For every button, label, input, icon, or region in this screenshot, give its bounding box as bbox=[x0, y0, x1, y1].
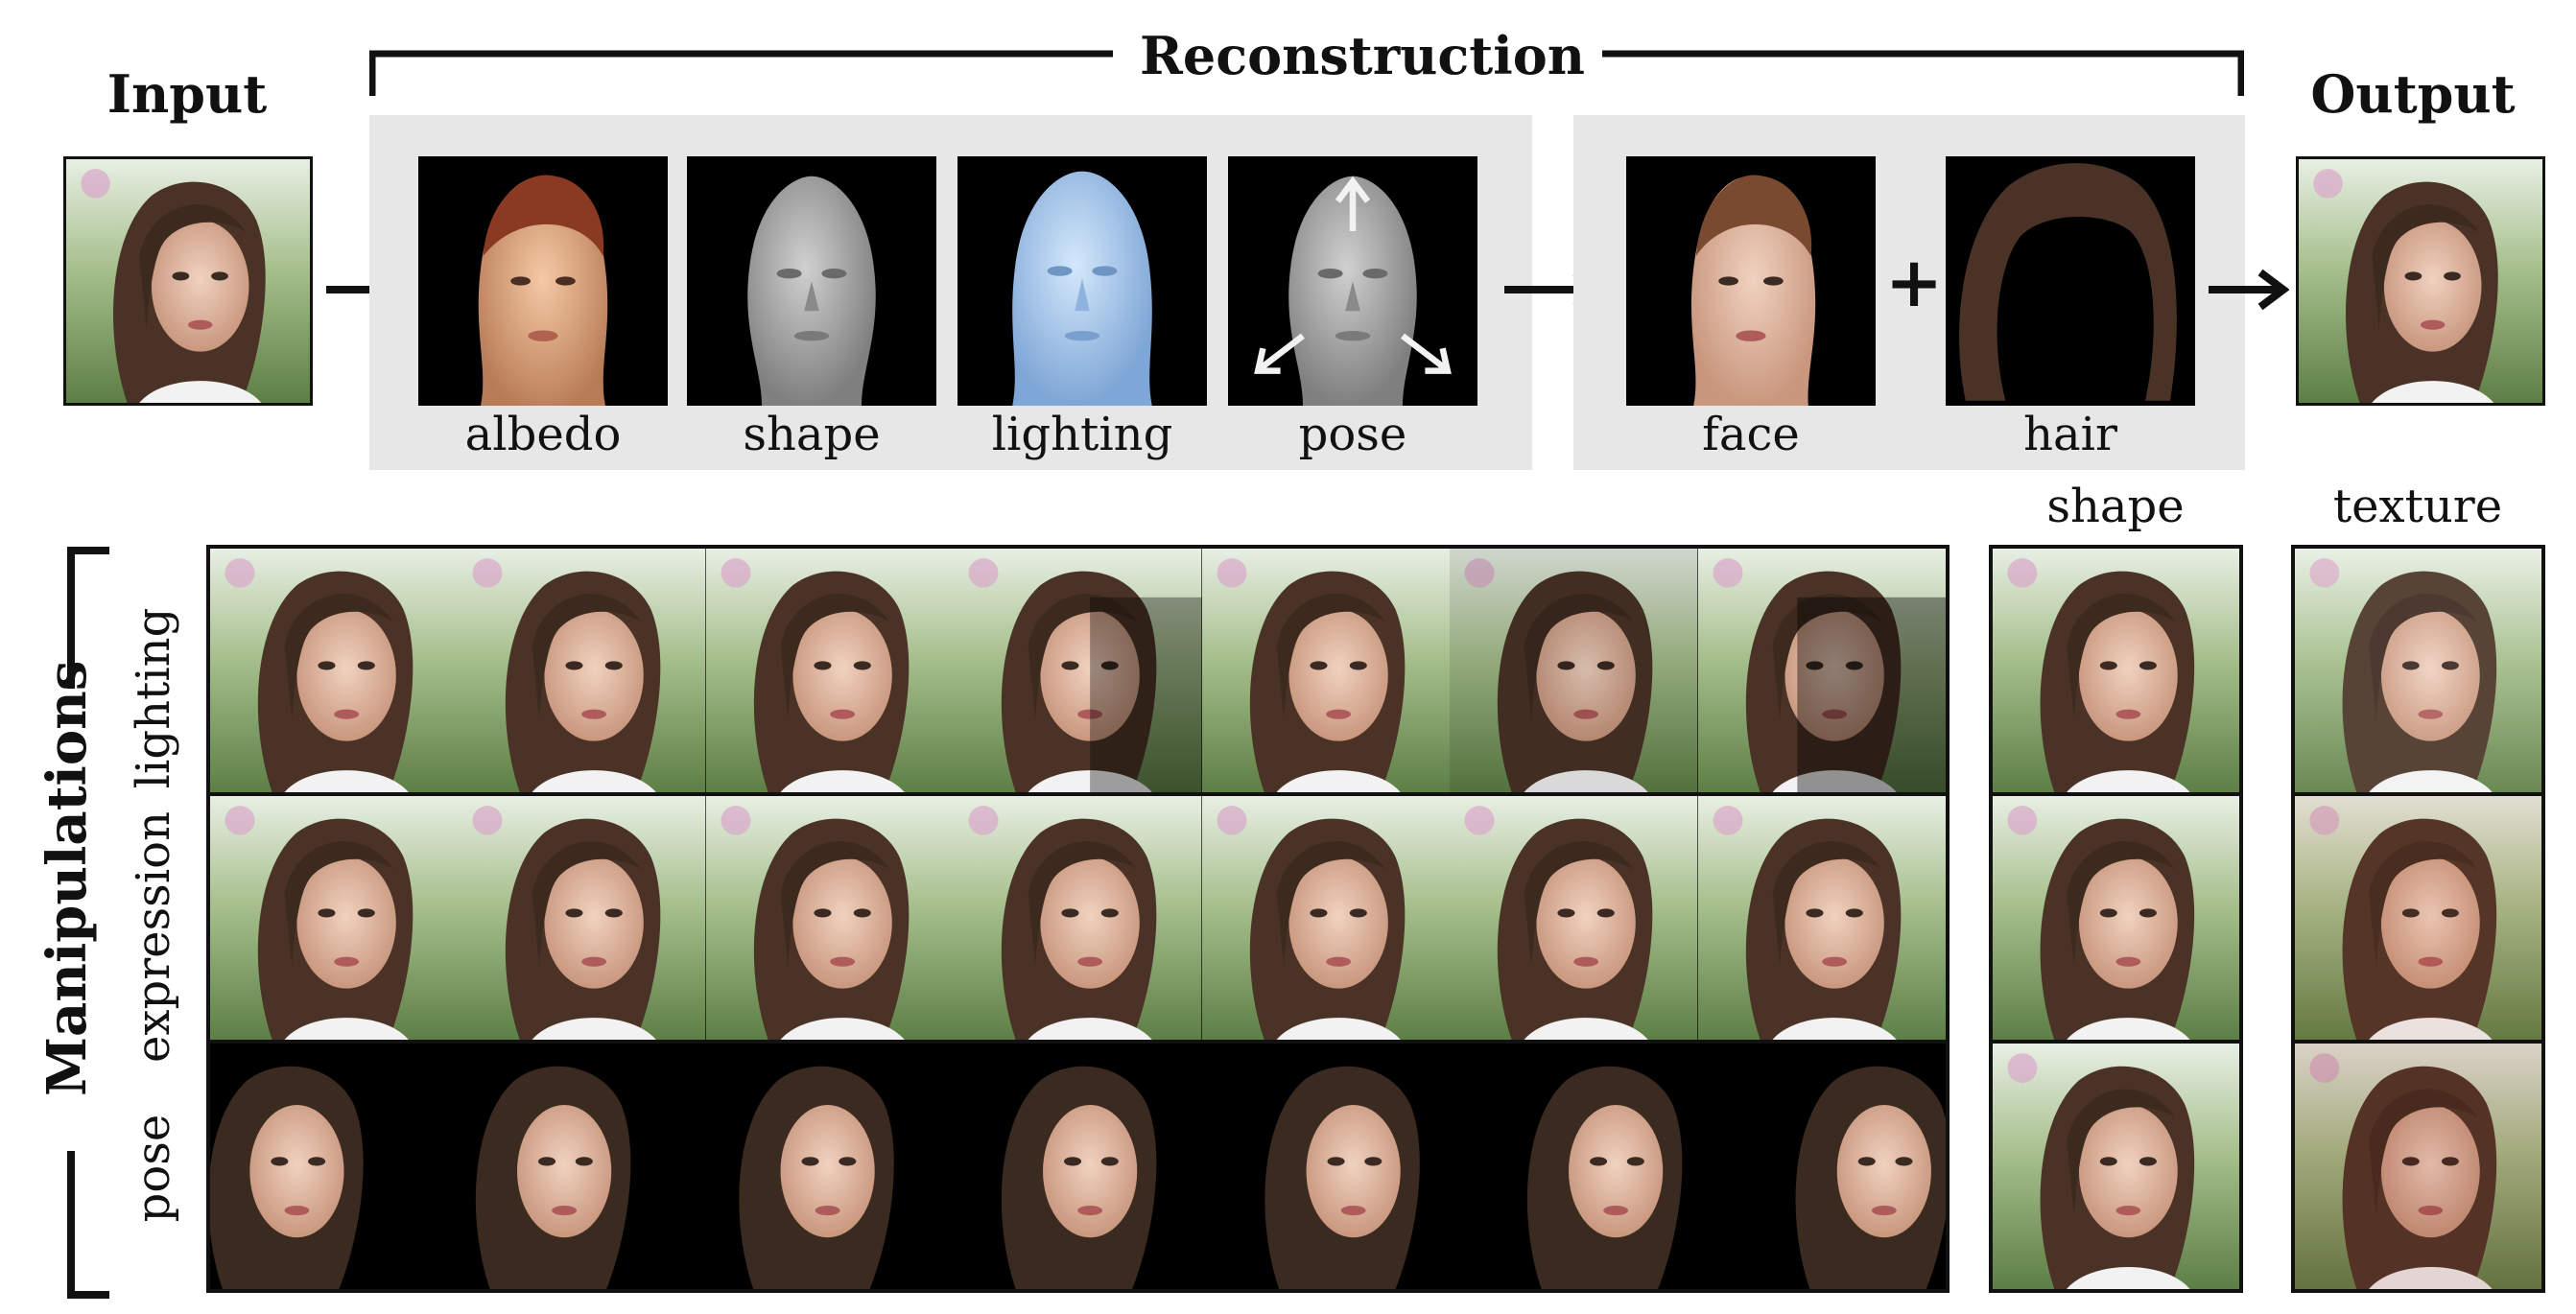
expression-variant-2 bbox=[458, 796, 705, 1040]
row-label-lighting: lighting bbox=[127, 607, 180, 789]
lighting-variant-1 bbox=[210, 549, 458, 792]
lighting-variant-5 bbox=[1202, 549, 1450, 792]
hair-label: hair bbox=[2023, 408, 2117, 461]
manipulations-heading: Manipulations bbox=[35, 660, 99, 1096]
expression-variant-7 bbox=[1698, 796, 1946, 1040]
shape-variant-3 bbox=[1993, 1044, 2239, 1289]
input-heading: Input bbox=[106, 63, 268, 125]
arrow-right-icon bbox=[2207, 269, 2290, 311]
texture-variant-1 bbox=[2295, 549, 2541, 792]
albedo-label: albedo bbox=[464, 408, 622, 461]
lighting-variant-6 bbox=[1450, 549, 1698, 792]
pose-variant-4 bbox=[954, 1044, 1201, 1289]
albedo-image bbox=[418, 156, 668, 406]
row-label-pose: pose bbox=[127, 1114, 180, 1223]
shape-label: shape bbox=[743, 408, 881, 461]
texture-column bbox=[2291, 545, 2545, 1293]
row-pose bbox=[210, 1044, 1946, 1289]
reconstruction-heading: Reconstruction bbox=[1139, 25, 1586, 86]
pose-variant-5 bbox=[1202, 1044, 1450, 1289]
shape-image bbox=[687, 156, 936, 406]
hair-image bbox=[1946, 156, 2195, 406]
row-expression bbox=[210, 796, 1946, 1040]
face-image bbox=[1626, 156, 1876, 406]
expression-variant-1 bbox=[210, 796, 458, 1040]
pose-image bbox=[1228, 156, 1477, 406]
pose-variant-3 bbox=[706, 1044, 954, 1289]
shape-column-label: shape bbox=[2046, 480, 2185, 533]
shape-variant-1 bbox=[1993, 549, 2239, 792]
plus-sign: + bbox=[1884, 241, 1944, 322]
manipulation-strip bbox=[206, 545, 1950, 1293]
shape-variant-2 bbox=[1993, 796, 2239, 1040]
lighting-variant-2 bbox=[458, 549, 705, 792]
face-label: face bbox=[1702, 408, 1800, 461]
expression-variant-4 bbox=[954, 796, 1201, 1040]
lighting-label: lighting bbox=[991, 408, 1173, 461]
input-image bbox=[63, 156, 313, 406]
expression-variant-3 bbox=[706, 796, 954, 1040]
pose-variant-7 bbox=[1698, 1044, 1946, 1289]
manipulations-bracket bbox=[63, 547, 111, 1300]
texture-variant-2 bbox=[2295, 796, 2541, 1040]
lighting-variant-7 bbox=[1698, 549, 1946, 792]
lighting-variant-4 bbox=[954, 549, 1202, 792]
output-heading: Output bbox=[2310, 63, 2516, 125]
pose-label: pose bbox=[1298, 408, 1407, 461]
texture-column-label: texture bbox=[2332, 480, 2503, 533]
texture-variant-3 bbox=[2295, 1044, 2541, 1289]
row-label-expression: expression bbox=[127, 811, 180, 1063]
lighting-variant-3 bbox=[706, 549, 954, 792]
shape-column bbox=[1989, 545, 2243, 1293]
expression-variant-5 bbox=[1202, 796, 1450, 1040]
pose-variant-1 bbox=[210, 1044, 458, 1289]
reconstruction-bracket bbox=[369, 50, 2244, 98]
lighting-image bbox=[957, 156, 1207, 406]
row-lighting bbox=[210, 549, 1946, 792]
output-image bbox=[2296, 156, 2545, 406]
expression-variant-6 bbox=[1450, 796, 1697, 1040]
pose-variant-6 bbox=[1450, 1044, 1697, 1289]
pose-variant-2 bbox=[458, 1044, 705, 1289]
